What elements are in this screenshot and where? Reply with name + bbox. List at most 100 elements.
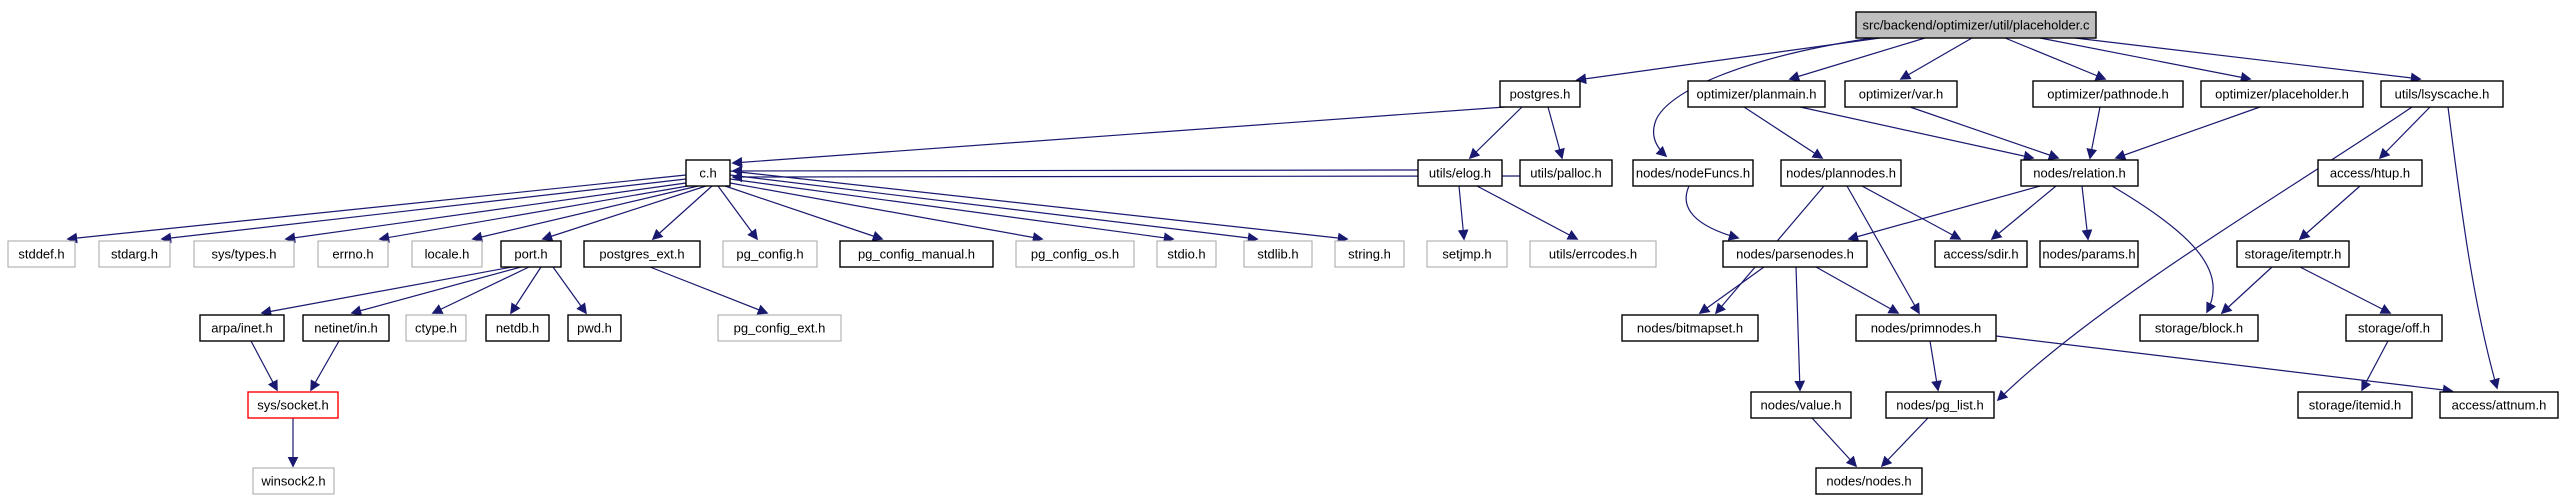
node-box-itemptr_h[interactable] — [2236, 240, 2350, 268]
node-label-nodefuncs_h: nodes/nodeFuncs.h — [1636, 166, 1750, 181]
edge-c_h-to-stdarg_h — [160, 178, 687, 244]
node-relation_h[interactable]: nodes/relation.h — [2020, 159, 2139, 187]
node-c_h[interactable]: c.h — [685, 159, 731, 187]
node-attnum_h[interactable]: access/attnum.h — [2439, 391, 2559, 419]
node-box-attnum_h[interactable] — [2439, 391, 2559, 419]
node-bitmapset_h[interactable]: nodes/bitmapset.h — [1621, 314, 1759, 342]
node-errno_h: errno.h — [317, 240, 389, 268]
node-box-params_h[interactable] — [2039, 240, 2139, 268]
node-box-lsyscache_h[interactable] — [2380, 80, 2504, 108]
node-box-nodes_h[interactable] — [1815, 467, 1923, 495]
node-label-pg_config_manual_h: pg_config_manual.h — [858, 247, 975, 262]
node-value_h[interactable]: nodes/value.h — [1750, 391, 1852, 419]
node-label-itemptr_h: storage/itemptr.h — [2245, 247, 2342, 262]
node-sdir_h[interactable]: access/sdir.h — [1934, 240, 2028, 268]
node-netinet_in_h[interactable]: netinet/in.h — [302, 314, 390, 342]
node-postgres_h[interactable]: postgres.h — [1499, 80, 1581, 108]
node-pg_config_manual_h[interactable]: pg_config_manual.h — [839, 240, 994, 268]
edge-plannodes_h-to-sdir_h — [1861, 185, 1962, 240]
node-label-pg_config_ext_h: pg_config_ext.h — [734, 321, 826, 336]
edge-planmain_h-to-relation_h — [1799, 106, 2035, 162]
node-box-netinet_in_h[interactable] — [302, 314, 390, 342]
node-box-htup_h[interactable] — [2317, 159, 2423, 187]
edge-palloc_h-to-c_h — [731, 171, 1521, 183]
node-off_h[interactable]: storage/off.h — [2345, 314, 2443, 342]
node-sys_types_h: sys/types.h — [193, 240, 295, 268]
node-stdlib_h: stdlib.h — [1243, 240, 1313, 268]
edge-port_h-to-ctype_h — [431, 266, 530, 314]
node-box-var_h[interactable] — [1844, 80, 1958, 108]
node-box-setjmp_h — [1426, 240, 1508, 268]
node-placeholder_h[interactable]: optimizer/placeholder.h — [2200, 80, 2364, 108]
node-var_h[interactable]: optimizer/var.h — [1844, 80, 1958, 108]
node-itemid_h[interactable]: storage/itemid.h — [2297, 391, 2413, 419]
node-box-bitmapset_h[interactable] — [1621, 314, 1759, 342]
node-parsenodes_h[interactable]: nodes/parsenodes.h — [1722, 240, 1868, 268]
node-nodes_h[interactable]: nodes/nodes.h — [1815, 467, 1923, 495]
edge-parsenodes_h-to-primnodes_h — [1815, 266, 1900, 314]
node-box-palloc_h[interactable] — [1519, 159, 1613, 187]
node-box-postgres_h[interactable] — [1499, 80, 1581, 108]
node-box-pwd_h[interactable] — [567, 314, 622, 342]
node-box-pg_config_manual_h[interactable] — [839, 240, 994, 268]
edge-var_h-to-relation_h — [1909, 106, 2060, 161]
node-plannodes_h[interactable]: nodes/plannodes.h — [1780, 159, 1902, 187]
node-nodefuncs_h[interactable]: nodes/nodeFuncs.h — [1632, 159, 1754, 187]
node-box-primnodes_h[interactable] — [1855, 314, 1997, 342]
edge-itemptr_h-to-block_h — [2220, 266, 2273, 315]
node-box-pg_list_h[interactable] — [1885, 391, 1995, 419]
node-pg_list_h[interactable]: nodes/pg_list.h — [1885, 391, 1995, 419]
node-lsyscache_h[interactable]: utils/lsyscache.h — [2380, 80, 2504, 108]
node-box-sys_socket_h[interactable] — [247, 391, 339, 419]
node-root: src/backend/optimizer/util/placeholder.c — [1855, 11, 2097, 39]
node-htup_h[interactable]: access/htup.h — [2317, 159, 2423, 187]
node-box-ctype_h — [405, 314, 467, 342]
node-box-nodefuncs_h[interactable] — [1632, 159, 1754, 187]
node-box-netdb_h[interactable] — [485, 314, 550, 342]
node-label-setjmp_h: setjmp.h — [1442, 247, 1491, 262]
node-label-winsock2_h: winsock2.h — [260, 474, 325, 489]
node-label-planmain_h: optimizer/planmain.h — [1697, 87, 1817, 102]
node-box-elog_h[interactable] — [1417, 159, 1503, 187]
edge-root-to-lsyscache_h — [2074, 37, 2422, 84]
node-arpa_inet_h[interactable]: arpa/inet.h — [199, 314, 285, 342]
node-sys_socket_h[interactable]: sys/socket.h — [247, 391, 339, 419]
node-itemptr_h[interactable]: storage/itemptr.h — [2236, 240, 2350, 268]
node-box-sdir_h[interactable] — [1934, 240, 2028, 268]
node-block_h[interactable]: storage/block.h — [2139, 314, 2259, 342]
node-box-pathnode_h[interactable] — [2032, 80, 2184, 108]
node-box-parsenodes_h[interactable] — [1722, 240, 1868, 268]
node-box-value_h[interactable] — [1750, 391, 1852, 419]
node-label-value_h: nodes/value.h — [1761, 398, 1842, 413]
node-box-placeholder_h[interactable] — [2200, 80, 2364, 108]
edge-relation_h-to-block_h — [2111, 185, 2217, 314]
node-label-sdir_h: access/sdir.h — [1943, 247, 2018, 262]
node-label-netdb_h: netdb.h — [496, 321, 539, 336]
node-box-plannodes_h[interactable] — [1780, 159, 1902, 187]
node-box-port_h[interactable] — [500, 240, 562, 268]
edge-planmain_h-to-plannodes_h — [1743, 106, 1824, 159]
node-box-block_h[interactable] — [2139, 314, 2259, 342]
node-box-errcodes_h — [1529, 240, 1657, 268]
node-box-arpa_inet_h[interactable] — [199, 314, 285, 342]
node-box-relation_h[interactable] — [2020, 159, 2139, 187]
node-box-c_h[interactable] — [685, 159, 731, 187]
edge-port_h-to-arpa_inet_h — [260, 266, 513, 317]
node-primnodes_h[interactable]: nodes/primnodes.h — [1855, 314, 1997, 342]
node-port_h[interactable]: port.h — [500, 240, 562, 268]
node-elog_h[interactable]: utils/elog.h — [1417, 159, 1503, 187]
node-postgres_ext_h[interactable]: postgres_ext.h — [583, 240, 701, 268]
node-pathnode_h[interactable]: optimizer/pathnode.h — [2032, 80, 2184, 108]
node-planmain_h[interactable]: optimizer/planmain.h — [1687, 80, 1826, 108]
node-palloc_h[interactable]: utils/palloc.h — [1519, 159, 1613, 187]
edge-primnodes_h-to-attnum_h — [1995, 335, 2454, 396]
node-box-postgres_ext_h[interactable] — [583, 240, 701, 268]
node-box-planmain_h[interactable] — [1687, 80, 1826, 108]
node-box-off_h[interactable] — [2345, 314, 2443, 342]
node-params_h[interactable]: nodes/params.h — [2039, 240, 2139, 268]
node-pwd_h[interactable]: pwd.h — [567, 314, 622, 342]
node-label-primnodes_h: nodes/primnodes.h — [1871, 321, 1982, 336]
node-netdb_h[interactable]: netdb.h — [485, 314, 550, 342]
node-box-itemid_h[interactable] — [2297, 391, 2413, 419]
